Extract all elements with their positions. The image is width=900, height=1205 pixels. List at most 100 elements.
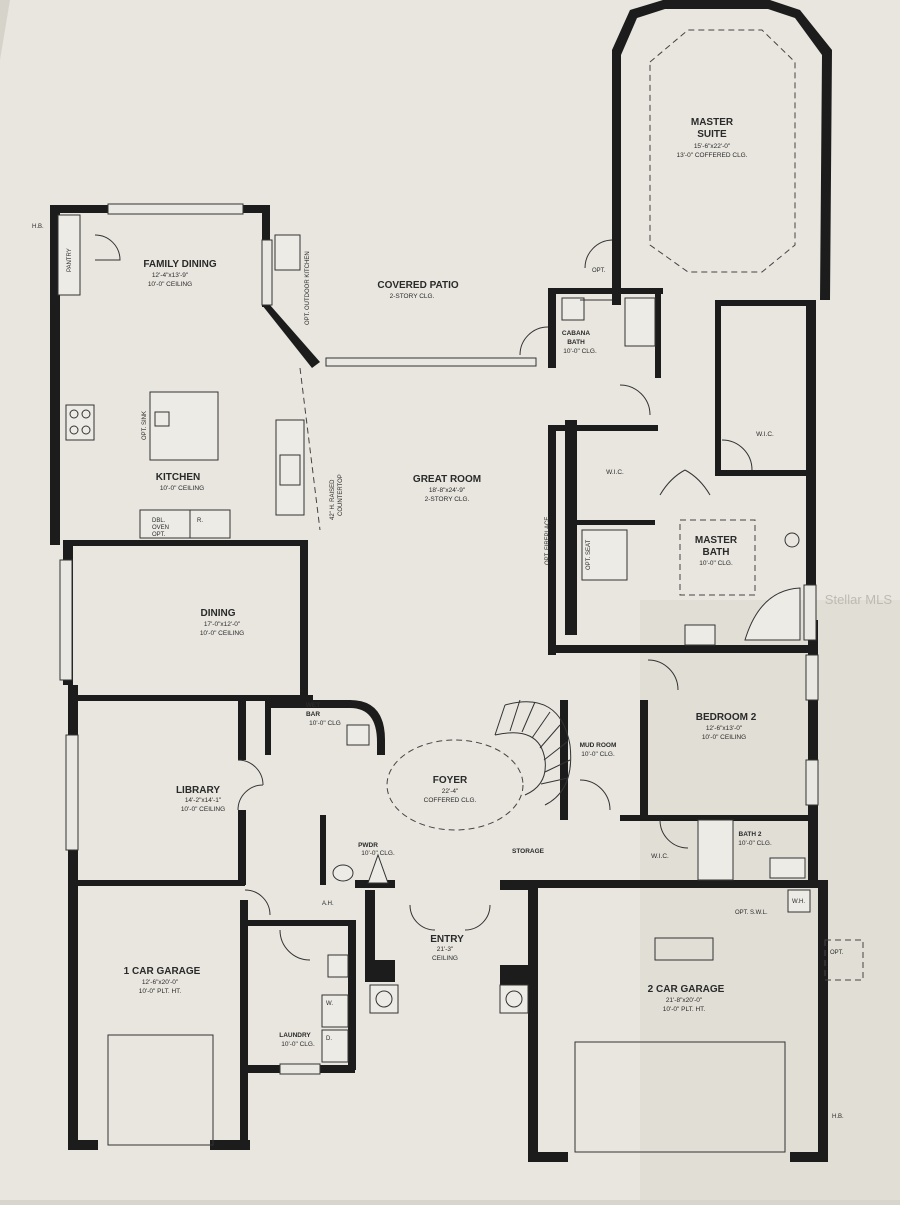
laundry-name: LAUNDRY xyxy=(279,1032,311,1039)
wet-bar-name-2: BAR xyxy=(306,711,320,718)
cabana-bath-name-1: CABANA xyxy=(562,330,590,337)
master-shower-icon xyxy=(581,529,628,581)
laundry-ceiling: 10'-0" CLG. xyxy=(281,1041,315,1048)
dbl-oven-note-1: DBL. xyxy=(152,518,166,524)
master-suite-dims: 15'-6"x22'-0" xyxy=(694,143,731,150)
wetbar-sink-icon xyxy=(346,724,370,746)
window-laundry xyxy=(279,1063,321,1075)
door-swing xyxy=(721,439,753,471)
covered-patio-ceiling: 2-STORY CLG. xyxy=(390,293,435,300)
burner-icon xyxy=(69,409,79,419)
water-heater-note: W.H. xyxy=(792,899,805,905)
wall-mwic-west xyxy=(715,300,721,470)
grill-icon xyxy=(274,234,301,271)
opt-swl-note: OPT. S.W.L. xyxy=(735,910,768,916)
bedroom2-dims: 12'-6"x13'-0" xyxy=(706,725,743,732)
kitchen-ceiling: 10'-0" CEILING xyxy=(160,485,204,492)
wall-2car-top xyxy=(528,880,828,888)
wall-bath2-top xyxy=(620,815,810,821)
wall-great-east xyxy=(548,425,556,655)
great-room-ceiling: 2-STORY CLG. xyxy=(425,496,470,503)
air-handler-note: A.H. xyxy=(322,901,334,907)
door-swing xyxy=(619,384,651,416)
door-swing xyxy=(279,929,311,961)
hose-bib-left-note: H.B. xyxy=(32,224,44,230)
laundry-sink-icon xyxy=(327,954,349,978)
planter-right-circle xyxy=(505,990,523,1008)
opt-outdoor-kitchen-note: OPT. OUTDOOR KITCHEN xyxy=(305,251,311,325)
master-sink-icon xyxy=(684,624,716,646)
bath2-sink-icon xyxy=(769,857,806,879)
wall-2car-left xyxy=(528,880,538,1162)
wall-bottom-2car-left xyxy=(528,1152,568,1162)
wic-bed2-name: W.I.C. xyxy=(651,853,669,860)
door-swing xyxy=(519,326,549,356)
library-dims: 14'-2"x14'-1" xyxy=(185,797,222,804)
pwdr-ceiling: 10'-0" CLG. xyxy=(361,850,395,857)
dbl-oven-note-3: OPT. xyxy=(152,532,166,538)
wall-right-bedroom xyxy=(808,620,818,880)
dining-ceiling: 10'-0" CEILING xyxy=(200,630,244,637)
opt-garage-note: OPT. xyxy=(830,950,844,956)
opt-fireplace-note: OPT. FIREPLACE xyxy=(545,517,551,565)
entry-name: ENTRY xyxy=(430,934,464,945)
wic-master-name: W.I.C. xyxy=(756,431,774,438)
two-car-garage-height: 10'-0" PLT. HT. xyxy=(663,1006,706,1013)
wall-entry-west xyxy=(365,890,375,970)
wall-wic-top xyxy=(548,425,658,431)
storage-name: STORAGE xyxy=(512,848,545,855)
door-swing xyxy=(94,234,121,261)
cabana-bath-name-2: BATH xyxy=(567,339,585,346)
burner-icon xyxy=(81,409,91,419)
master-tub-icon xyxy=(744,587,801,641)
wall-kitchen-dining xyxy=(63,540,308,546)
pantry-note: PANTRY xyxy=(67,248,73,272)
wall-mudroom-east xyxy=(640,700,648,820)
opt-patio-note: OPT. xyxy=(592,268,606,274)
stair-inner-curve xyxy=(494,732,546,796)
window-bedroom2-right-a xyxy=(805,654,819,701)
plan-notes: PANTRY H.B. H.B. OPT. SINK OPT. OUTDOOR … xyxy=(32,224,844,1120)
dryer-icon xyxy=(321,1029,349,1063)
dining-name: DINING xyxy=(201,608,236,619)
family-dining-ceiling: 10'-0" CEILING xyxy=(148,281,192,288)
cabana-bath-ceiling: 10'-0" CLG. xyxy=(563,348,597,355)
library-ceiling: 10'-0" CEILING xyxy=(181,806,225,813)
wall-entry-pillar-right xyxy=(500,965,530,987)
foyer-coffered-outline xyxy=(386,739,524,831)
master-suite-name-2: SUITE xyxy=(697,129,727,140)
kitchen-name: KITCHEN xyxy=(156,472,200,483)
planter-left-circle xyxy=(375,990,393,1008)
door-swing xyxy=(580,239,613,301)
wall-1car-right xyxy=(240,900,248,1150)
opt-seat-note: OPT. SEAT xyxy=(586,539,592,570)
family-dining-name: FAMILY DINING xyxy=(143,259,217,270)
wall-entry-nw xyxy=(355,880,395,888)
door-swing xyxy=(244,889,271,916)
mud-room-ceiling: 10'-0" CLG. xyxy=(581,751,615,758)
master-suite-ceiling: 13'-0" COFFERED CLG. xyxy=(676,152,747,159)
great-room-dash-line xyxy=(299,367,321,531)
washer-icon xyxy=(321,994,349,1028)
refrigerator-note: R. xyxy=(197,518,203,524)
covered-patio-name: COVERED PATIO xyxy=(377,280,459,291)
library-name: LIBRARY xyxy=(176,785,220,796)
door-swings xyxy=(94,234,864,981)
master-suite-name-1: MASTER xyxy=(691,117,734,128)
bedroom2-ceiling: 10'-0" CEILING xyxy=(702,734,746,741)
wall-left-garage xyxy=(68,885,78,1147)
door-swing xyxy=(579,779,611,811)
burner-icon xyxy=(81,425,91,435)
foyer-name: FOYER xyxy=(433,775,468,786)
master-bath-ceiling: 10'-0" CLG. xyxy=(699,560,733,567)
ceiling-outlines xyxy=(299,29,796,831)
wet-bar-name-1: WET xyxy=(306,702,320,709)
great-room-name: GREAT ROOM xyxy=(413,474,481,485)
wall-bedroom2-top xyxy=(548,645,813,653)
stair-tread xyxy=(494,704,506,736)
wall-left-upper xyxy=(50,205,60,545)
door-swing xyxy=(237,759,264,811)
stair-tread xyxy=(544,759,571,773)
wall-wetbar-curve xyxy=(265,700,385,755)
